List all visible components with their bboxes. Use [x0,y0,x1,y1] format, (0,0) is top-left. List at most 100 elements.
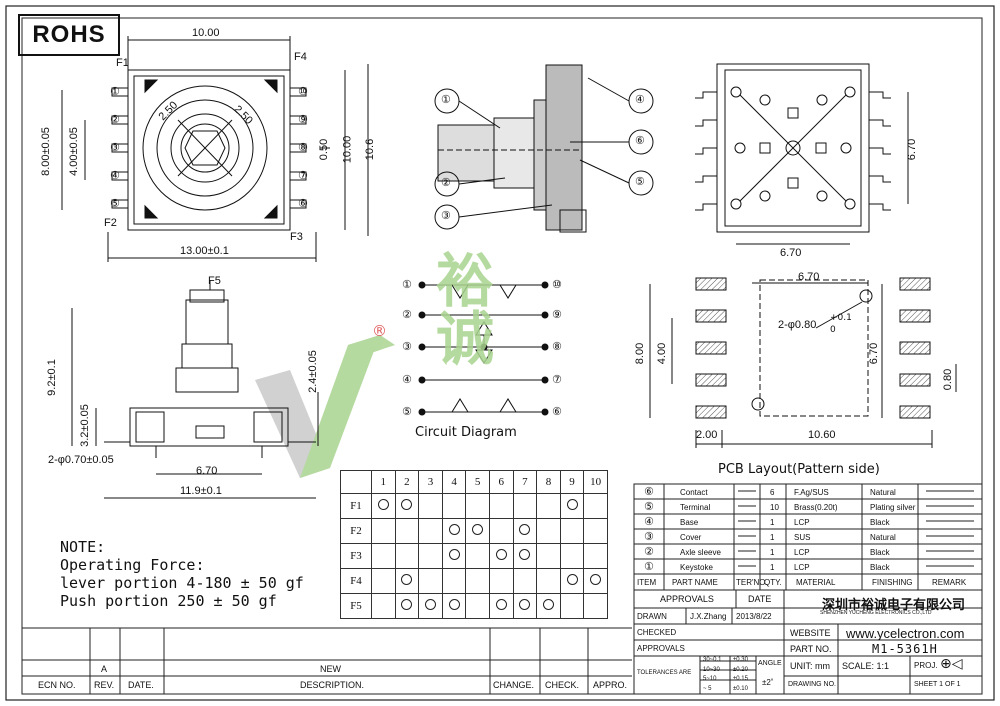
table-row-header: F2 [340,518,372,544]
bom-material: F.Ag/SUS [794,488,829,497]
bom-header: ITEM [637,578,657,587]
table-cell [418,518,443,544]
top-view [61,36,369,262]
rev-value: A [101,664,108,674]
table-cell [371,543,396,569]
bom-qty: 6 [770,488,775,497]
pin-number: ② [110,113,120,126]
bottom-dim-height: 6.70 [906,138,919,161]
pin-left [111,171,129,181]
table-cell [536,543,561,569]
unit-label: UNIT: mm [790,661,830,671]
approvals2-label: APPROVALS [637,644,685,653]
bom-qty: 10 [770,503,779,512]
pin-bottom-left [695,147,717,155]
table-cell [418,543,443,569]
table-cell [465,543,490,569]
bom-finishing: Black [870,548,890,557]
bom-header: FINISHING [872,578,913,587]
table-cell [394,568,420,594]
pcb-dim-height: 6.70 [868,342,881,365]
bom-item-number: ⑥ [644,485,654,498]
circuit-node [541,281,549,289]
table-col-header: 6 [488,470,514,494]
pcb-pad-right [899,405,931,419]
pcb-dim-top: 6.70 [798,271,820,283]
table-cell [512,518,538,544]
circuit-node [418,343,426,351]
circuit-right-pin: ⑦ [552,373,562,386]
table-cell [441,568,467,594]
table-cell [559,493,585,519]
drawn-label: DRAWN [637,612,667,621]
table-cell [441,493,467,519]
table-cell [583,493,608,519]
pin-right [289,115,307,125]
callout-2: ② [441,177,451,189]
table-col-header: 3 [418,470,443,494]
header-change: CHANGE. [493,680,535,690]
circuit-node [418,311,426,319]
circuit-left-pin: ① [402,278,412,291]
top-view-label-f3: F3 [290,231,303,243]
bom-finishing: Plating silver [870,503,916,512]
angle-label: ANGLE [758,660,782,667]
pcb-pad-left [695,277,727,291]
side-dim-pitch: 6.70 [196,465,218,477]
contact-on-icon [377,499,389,510]
tolerances-label: TOLERANCES ARE [637,670,692,676]
pin-number: ⑤ [110,197,120,210]
contact-on-icon [448,549,460,560]
table-cell [394,518,420,544]
pin-right [289,171,307,181]
circuit-node [541,376,549,384]
bom-item-number: ④ [644,515,654,528]
pcb-pad-left [695,373,727,387]
circuit-left-pin: ③ [402,340,412,353]
circuit-right-pin: ⑨ [552,308,562,321]
bom-part-name: Terminal [680,503,711,512]
website-link[interactable]: www.ycelectron.com [846,626,965,641]
table-row: F5 [340,593,608,619]
table-cell [536,568,561,594]
circuit-left-pin: ② [402,308,412,321]
contact-on-icon [424,599,436,610]
company-name-en: SHENZHEN YUCHENG ELECTRONICS CO.,LTD [820,610,932,616]
dim-0-50: 0.50 [318,138,331,161]
circuit-right-pin: ⑥ [552,405,562,418]
table-col-header: 9 [559,470,585,494]
pin-number: ④ [110,169,120,182]
contact-on-icon [401,574,413,585]
pcb-pad-left [695,309,727,323]
pcb-pad-right [899,277,931,291]
table-cell [559,593,585,619]
table-col-header: 5 [465,470,490,494]
table-cell [512,543,538,569]
rohs-badge: ROHS [18,14,120,56]
circuit-title: Circuit Diagram [415,425,517,440]
table-cell [371,593,396,619]
table-row: F3 [340,543,608,569]
bom-qty: 1 [770,563,775,572]
bom-item-number: ⑤ [644,500,654,513]
pin-number: ⑦ [298,169,308,182]
callout-1: ① [441,94,451,106]
pin-bottom-left [695,91,717,99]
contact-on-icon [495,549,507,560]
top-view-label-f4: F4 [294,51,307,63]
bom-finishing: Black [870,563,890,572]
pcb-pad-left [695,405,727,419]
side-label-f5: F5 [208,275,221,287]
table-col-header: 10 [583,470,608,494]
contact-on-icon [566,574,578,585]
part-no-label: PART NO. [790,644,832,654]
contact-on-icon [401,499,413,510]
side-dim-base: 3.2±0.05 [78,404,91,447]
tolerance-range: 10~30 [703,666,720,673]
circuit-node [418,408,426,416]
contact-on-icon [590,574,602,585]
bom-material: SUS [794,533,811,542]
circuit-diagram [418,281,549,416]
note-line-1: Operating Force: [60,556,205,574]
table-cell [465,493,490,519]
